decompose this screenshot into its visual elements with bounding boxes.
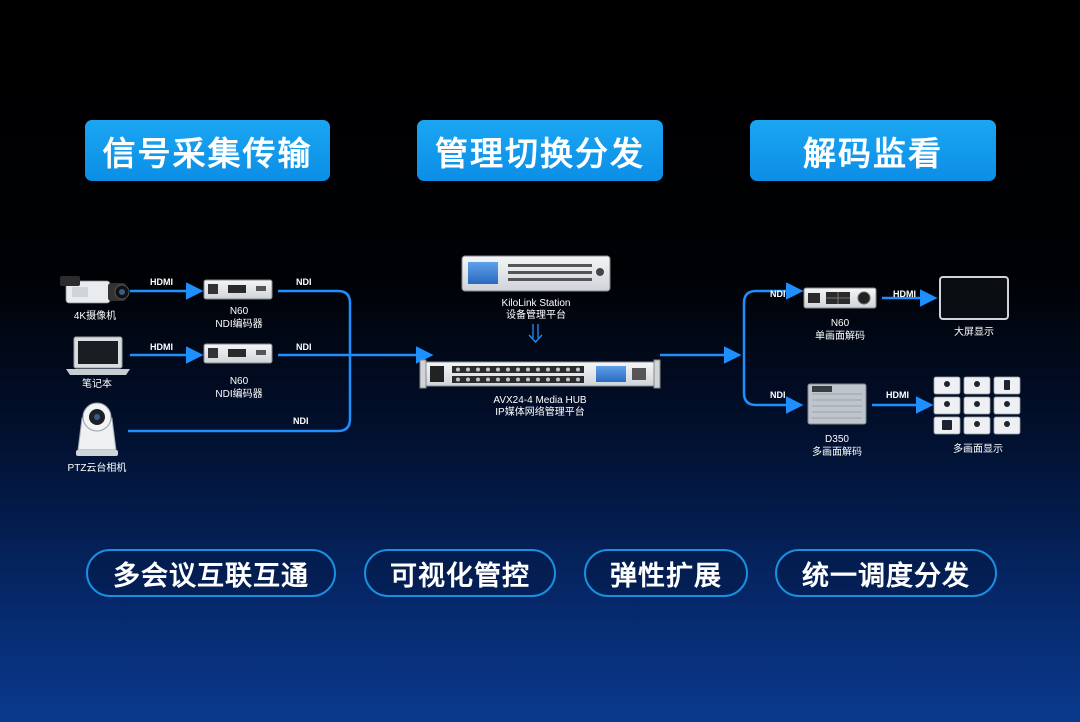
- station-desc: 设备管理平台: [506, 308, 566, 321]
- hub-model: AVX24-4 Media HUB: [493, 395, 587, 406]
- tag-ndi-encoder2: NDI: [296, 342, 312, 352]
- feature-multi-meeting: 多会议互联互通: [86, 549, 336, 597]
- decoder1-model: N60: [831, 318, 850, 329]
- feature-elastic-scale: 弹性扩展: [584, 549, 748, 597]
- encoder2-desc: NDI编码器: [215, 387, 262, 400]
- laptop-icon: [66, 336, 130, 375]
- encoder-n60-2: [203, 343, 273, 364]
- camcorder-icon: [60, 276, 130, 304]
- decoder-d350-device: [807, 383, 867, 425]
- decoder1-desc: 单画面解码: [815, 329, 865, 342]
- ptz-camera-icon: [76, 402, 118, 456]
- section-header-capture: 信号采集传输: [85, 120, 330, 181]
- source-label-laptop: 笔记本: [82, 377, 112, 390]
- kilolink-station-device: [461, 255, 611, 292]
- decoder2-model: D350: [825, 434, 849, 445]
- tag-hdmi-laptop: HDMI: [150, 342, 173, 352]
- media-hub-device: [419, 359, 661, 389]
- decoder-n60-device: [803, 287, 877, 309]
- tag-hdmi-decoder2: HDMI: [886, 390, 909, 400]
- feature-unified-dispatch: 统一调度分发: [775, 549, 997, 597]
- link-decode-branch: [742, 282, 804, 414]
- tag-hdmi-decoder1: HDMI: [893, 289, 916, 299]
- display1-label: 大屏显示: [954, 325, 994, 338]
- tag-ndi-decoder2: NDI: [770, 390, 786, 400]
- source-label-camera: 4K摄像机: [74, 309, 116, 322]
- encoder1-desc: NDI编码器: [215, 317, 262, 330]
- encoder2-model: N60: [230, 376, 249, 387]
- link-encoder1-bus: [128, 289, 352, 433]
- tag-hdmi-camera: HDMI: [150, 277, 173, 287]
- double-down-arrow-icon: [528, 324, 543, 343]
- section-header-decode: 解码监看: [750, 120, 996, 181]
- station-model: KiloLink Station: [502, 298, 571, 309]
- tag-ndi-decoder1: NDI: [770, 289, 786, 299]
- tag-ndi-ptz: NDI: [293, 416, 309, 426]
- encoder1-model: N60: [230, 306, 249, 317]
- decoder2-desc: 多画面解码: [812, 445, 862, 458]
- large-display-icon: [939, 276, 1009, 320]
- hub-desc: IP媒体网络管理平台: [495, 405, 584, 418]
- source-label-ptz: PTZ云台相机: [68, 461, 127, 474]
- multiview-display-icon: [933, 376, 1021, 435]
- section-header-management: 管理切换分发: [417, 120, 663, 181]
- feature-visual-control: 可视化管控: [364, 549, 556, 597]
- tag-ndi-encoder1: NDI: [296, 277, 312, 287]
- encoder-n60-1: [203, 279, 273, 300]
- display2-label: 多画面显示: [953, 442, 1003, 455]
- connection-lines: [128, 282, 938, 433]
